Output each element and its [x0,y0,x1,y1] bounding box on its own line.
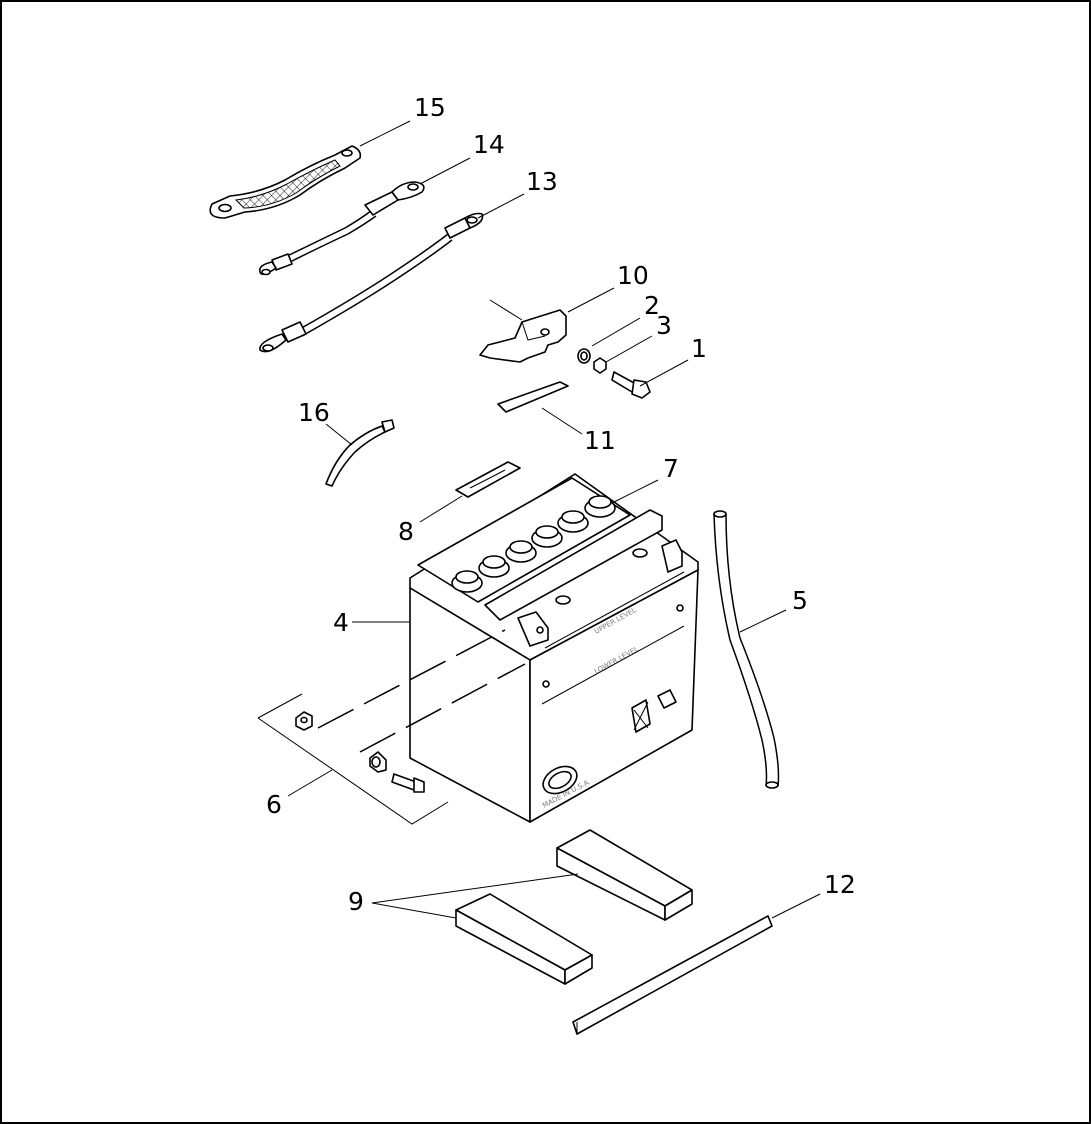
callout-1: 1 [691,334,707,363]
label-8 [455,461,521,498]
callout-11: 11 [584,426,616,455]
callout-14: 14 [473,130,505,159]
bracket-10 [479,299,567,363]
callout-numbers: 15 14 13 10 2 3 1 11 16 7 8 4 5 6 9 12 [266,93,856,916]
bolt-1 [611,371,651,399]
callout-7: 7 [663,454,679,483]
battery-4: UPPER LEVEL LOWER LEVEL MADE IN U.S.A. [409,473,699,823]
callout-8: 8 [398,517,414,546]
callout-15: 15 [414,93,446,122]
ground-strap-15 [209,145,362,219]
nut-3 [593,357,607,374]
callout-13: 13 [526,167,558,196]
strip-11 [497,381,569,413]
short-cable-14 [258,181,425,276]
cable-tie-16 [325,419,395,487]
washer-2 [577,348,591,364]
callout-2: 2 [644,291,660,320]
callout-16: 16 [298,398,330,427]
long-cable-13 [259,212,484,353]
hardware-6 [257,629,526,825]
callout-10: 10 [617,261,649,290]
callout-4: 4 [333,608,349,637]
callout-3: 3 [656,311,672,340]
pads-9 [455,829,693,985]
filler-caps-7 [451,495,616,593]
strip-12 [572,915,773,1035]
callout-9: 9 [348,887,364,916]
vent-tube-5 [713,510,780,789]
callout-12: 12 [824,870,856,899]
callout-6: 6 [266,790,282,819]
leader-lines [287,120,821,919]
callout-5: 5 [792,586,808,615]
